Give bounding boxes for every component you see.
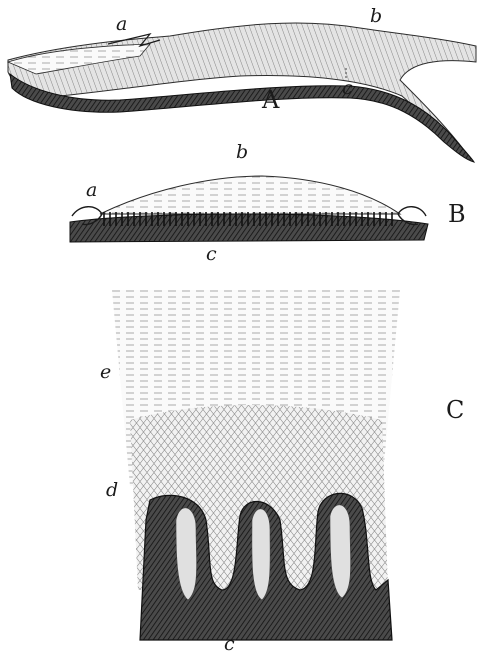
panel-b-label-b: b [236,141,248,163]
panel-c-title: C [446,396,464,424]
panel-a-label-a: a [116,13,127,35]
panel-b-label-c: c [206,243,217,265]
panel-c-label-c: c [224,633,235,654]
panel-a-label-c: c [342,77,353,99]
panel-a-title: A [261,86,280,114]
panel-c [112,290,400,640]
panel-c-label-e: e [100,361,111,383]
panel-c-label-d: d [106,479,118,501]
panel-a-label-b: b [370,5,382,27]
panel-b-label-a: a [86,179,97,201]
panel-b-plate [100,176,400,214]
panel-b-title: B [448,200,466,228]
panel-b [70,176,428,242]
